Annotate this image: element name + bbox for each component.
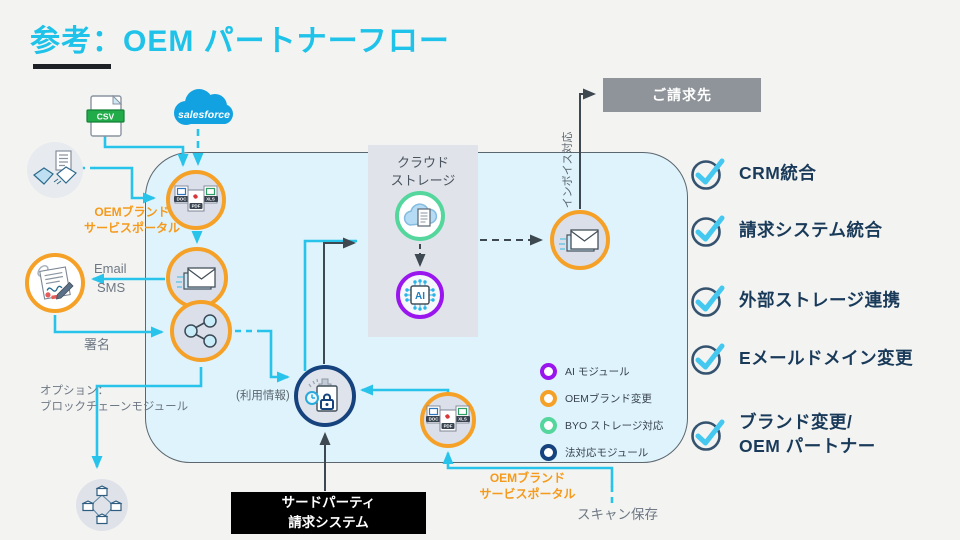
legend-label: BYO ストレージ対応 [565, 419, 664, 432]
legend-item-ai: AI モジュール [540, 362, 663, 380]
checkmark-icon [691, 158, 725, 190]
svg-text:PDF: PDF [444, 424, 453, 429]
svg-text:XLS: XLS [206, 197, 215, 202]
documents-icon: DOC XLS PDF [174, 185, 218, 212]
compliance-lock-icon [305, 378, 338, 412]
line-signature-to-share [53, 315, 164, 338]
checklist-label: 請求システム統合 [739, 220, 883, 241]
line-docs2-to-lock [360, 384, 450, 396]
line-lock-to-cloudpanel [323, 237, 356, 364]
legend-item-oem-brand: OEMブランド変更 [540, 389, 663, 407]
svg-text:PDF: PDF [192, 204, 201, 209]
mail-send-icon [176, 267, 216, 290]
cloud-document-icon [403, 203, 438, 227]
contract-handshake-node [27, 142, 83, 198]
scan-documents-node: DOC XLS PDF [420, 392, 476, 448]
mail-send-node-right [550, 210, 610, 270]
usage-info-label: (利用情報) [236, 390, 290, 402]
title-underline [33, 64, 111, 69]
third-party-billing-box: サードパーティ 請求システム [231, 492, 426, 534]
checklist-label: 外部ストレージ連携 [739, 290, 901, 311]
blockchain-node [76, 479, 128, 531]
checklist-label: ブランド変更/ OEM パートナー [739, 412, 876, 456]
legend-label: AI モジュール [565, 365, 630, 378]
documents-icon: DOC XLS PDF [426, 405, 470, 432]
salesforce-cloud-icon: salesforce [174, 89, 233, 125]
checklist-item-brand-change: ブランド変更/ OEM パートナー [690, 411, 876, 458]
checkmark-icon [691, 343, 725, 375]
ai-chip-icon: AI [404, 279, 436, 311]
option-blockchain-label: オプション： ブロックチェーンモジュール [40, 385, 189, 413]
svg-text:CSV: CSV [97, 112, 115, 122]
svg-text:salesforce: salesforce [178, 109, 230, 121]
compliance-module-node [294, 365, 356, 427]
cloud-document-node [395, 191, 445, 241]
line-usage-to-cloud [303, 239, 357, 371]
ai-module-node: AI [396, 271, 444, 319]
legend-item-compliance: 法対応モジュール [540, 443, 663, 461]
checkmark-icon [691, 285, 725, 317]
legend-ring-navy-icon [540, 443, 557, 461]
oem-portal-label-right: OEMブランド サービスポータル [479, 471, 576, 501]
checklist-label: Eメールドメイン変更 [739, 348, 914, 369]
line-handshake-to-docs [94, 166, 156, 204]
cloud-storage-label: クラウド ストレージ [390, 155, 456, 188]
checkmark-icon [691, 215, 725, 247]
line-share-to-blockchain [91, 367, 203, 469]
billing-recipient-box: ご請求先 [603, 78, 761, 112]
legend-ring-purple-icon [540, 362, 557, 380]
signature-icon [37, 264, 74, 300]
svg-text:XLS: XLS [458, 417, 467, 422]
checklist-item-email-domain: Eメールドメイン変更 [690, 341, 913, 377]
checklist-label: CRM統合 [739, 163, 817, 184]
share-icon [184, 314, 217, 348]
legend-ring-green-icon [540, 416, 557, 434]
csv-file-icon: CSV [86, 94, 125, 137]
scan-save-label: スキャン保存 [577, 507, 658, 522]
checklist-item-crm: CRM統合 [690, 156, 816, 192]
legend-label: OEMブランド変更 [565, 392, 652, 405]
checklist-item-storage: 外部ストレージ連携 [690, 283, 901, 319]
signature-node [25, 253, 85, 313]
legend-ring-orange-icon [540, 389, 557, 407]
invoice-support-label: インボイス対応 [562, 131, 574, 209]
oem-portal-label-left: OEMブランド サービスポータル [83, 205, 180, 235]
checklist-item-billing: 請求システム統合 [690, 213, 882, 249]
share-node [170, 300, 232, 362]
legend-label: 法対応モジュール [565, 446, 649, 459]
blockchain-icon [81, 485, 123, 525]
handshake-icon [33, 150, 77, 185]
svg-text:DOC: DOC [177, 197, 188, 202]
svg-text:AI: AI [415, 291, 425, 302]
svg-text:DOC: DOC [429, 417, 440, 422]
mail-send-icon [559, 229, 599, 252]
signature-label: 署名 [84, 337, 111, 352]
checkmark-icon [691, 419, 725, 451]
line-scan-to-docs2 [442, 451, 614, 487]
cloud-storage-panel: クラウド ストレージ [368, 145, 478, 337]
legend: AI モジュール OEMブランド変更 BYO ストレージ対応 法対応モジュール [540, 362, 663, 470]
portal-documents-node: DOC XLS PDF [166, 170, 226, 230]
sms-label: SMS [97, 280, 126, 295]
page-title: 参考：OEM パートナーフロー [30, 25, 450, 58]
line-mail2-to-billing [579, 88, 596, 209]
legend-item-byo-storage: BYO ストレージ対応 [540, 416, 663, 434]
line-csv-to-docs [103, 132, 189, 167]
email-label: Email [94, 261, 127, 276]
line-share-to-lock [258, 329, 290, 383]
